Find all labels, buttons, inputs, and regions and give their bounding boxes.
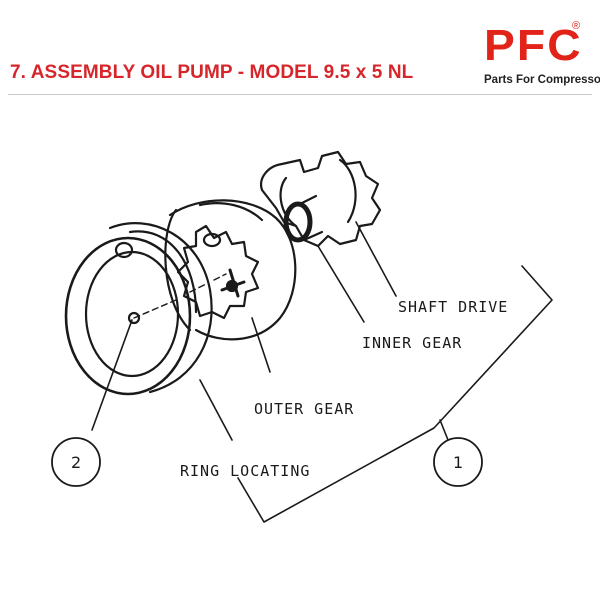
registered-mark: ® xyxy=(572,20,581,32)
label-inner-gear: INNER GEAR xyxy=(362,334,462,352)
label-shaft-drive: SHAFT DRIVE xyxy=(398,298,508,316)
callout-number-two: 2 xyxy=(71,453,81,472)
callout-number-one: 1 xyxy=(453,453,463,472)
logo-wordmark: PFC xyxy=(484,21,583,70)
leader-lines xyxy=(91,221,553,523)
callout-circle-two xyxy=(51,437,101,487)
title-divider xyxy=(8,94,592,95)
shaft-drive-part xyxy=(260,150,382,248)
logo-tagline: Parts For Compressor xyxy=(484,74,600,86)
outer-gear-part xyxy=(164,199,297,341)
ring-locating-part xyxy=(64,222,227,396)
page-title: 7. ASSEMBLY OIL PUMP - MODEL 9.5 x 5 NL xyxy=(10,62,414,83)
label-outer-gear: OUTER GEAR xyxy=(254,400,354,418)
brand-logo: PFC ® Parts For Compressor xyxy=(478,20,600,92)
label-ring-locating: RING LOCATING xyxy=(180,462,310,480)
callout-circle-one xyxy=(433,437,483,487)
